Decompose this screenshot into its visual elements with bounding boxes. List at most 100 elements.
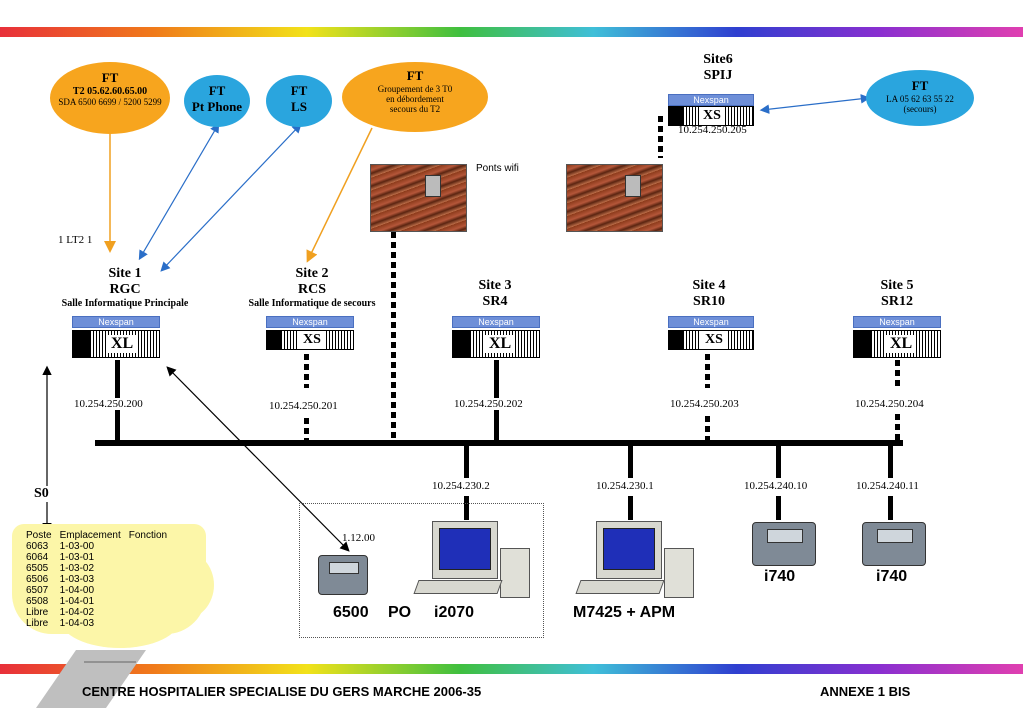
site-name: Site 5 (880, 278, 914, 293)
cloud-line: LS (291, 99, 307, 114)
table-header: Fonction (128, 530, 168, 541)
site-name: Site 4 (692, 278, 726, 293)
table-cell: 1-03-02 (59, 563, 95, 574)
cloud-line: secours du T2 (389, 104, 441, 114)
device-ip: 10.254.240.10 (744, 480, 808, 492)
site2-title: Site 2 RCS Salle Informatique de secours (240, 266, 384, 310)
link-la-site6 (759, 94, 871, 114)
site-code: SR12 (881, 294, 913, 309)
site3-ip: 10.254.250.202 (454, 398, 523, 410)
site-name: Site 2 (295, 266, 329, 281)
postes-background (150, 550, 214, 620)
keyboard-icon (413, 580, 503, 594)
device-label: i2070 (434, 604, 475, 621)
cloud-line: SDA 6500 6699 / 5200 5299 (58, 97, 162, 107)
nexspan-label: Nexspan (72, 316, 160, 328)
site2-dotted-link (304, 354, 309, 388)
site-code: RCS (297, 282, 326, 297)
cloud-line: T2 05.62.60.65.00 (72, 86, 148, 97)
table-cell: 1-04-01 (59, 596, 95, 607)
unit-model: XS (699, 107, 725, 125)
wifi-label: Ponts wifi (476, 163, 519, 174)
site1-ip: 10.254.250.200 (74, 398, 143, 410)
unit-block (854, 331, 872, 357)
nexspan-label: Nexspan (266, 316, 354, 328)
table-cell: Libre (26, 607, 49, 618)
backbone-line (95, 440, 903, 446)
unit-block (453, 331, 471, 357)
site-code: SR4 (482, 294, 508, 309)
phone-screen (877, 529, 913, 543)
cloud-title: FT (208, 83, 226, 98)
site-sub: Salle Informatique de secours (248, 298, 376, 309)
site2-ip: 10.254.250.201 (269, 400, 338, 412)
monitor-screen (439, 528, 491, 570)
site6-title: Site6 SPIJ (688, 52, 748, 84)
device-link (464, 496, 469, 520)
device-ip: 10.254.240.11 (856, 480, 919, 492)
nexspan-label: Nexspan (668, 94, 754, 106)
unit-model: XL (485, 335, 516, 353)
table-cell: 6506 (26, 574, 49, 585)
cloud-line: (secours) (903, 104, 937, 114)
link-ptphone-site1 (138, 122, 220, 261)
cloud-ft-t2: FT T2 05.62.60.65.00 SDA 6500 6699 / 520… (50, 62, 170, 134)
unit-block (267, 331, 281, 349)
site6-ip: 10.254.250.205 (678, 124, 747, 136)
device-ip: 10.254.230.1 (596, 480, 654, 492)
device-ip: 10.254.230.2 (432, 480, 490, 492)
link-site1-6500 (166, 366, 350, 552)
table-cell: 1-03-01 (59, 552, 95, 563)
device-label: i740 (764, 568, 796, 585)
device-link (628, 496, 633, 520)
footer-annex: ANNEXE 1 BIS (820, 684, 911, 699)
pc-tower (664, 548, 694, 598)
device-label: i740 (876, 568, 908, 585)
table-cell: 1-04-02 (59, 607, 95, 618)
device-link (776, 496, 781, 520)
site5-ip: 10.254.250.204 (855, 398, 924, 410)
cloud-ft-ptphone: FT Pt Phone (184, 75, 250, 127)
site3-title: Site 3 SR4 (460, 278, 530, 310)
site5-dotted-link (895, 414, 900, 444)
site2-dotted-link (304, 418, 309, 444)
table-cell (125, 552, 171, 563)
s0-label: S0 (32, 486, 51, 502)
table-cell: 1-04-03 (59, 618, 95, 629)
unit-model: XL (886, 335, 917, 353)
table-cell (125, 607, 171, 618)
unit-block (73, 331, 91, 357)
table-cell (125, 563, 171, 574)
unit-block (669, 331, 683, 349)
footer-decoration (36, 650, 146, 708)
nexspan-label: Nexspan (853, 316, 941, 328)
site1-nexspan-unit: XL (72, 330, 160, 358)
cloud-ft-la: FT LA 05 62 63 55 22 (secours) (866, 70, 974, 126)
wifi-bridge-image (370, 164, 467, 232)
site-code: SPIJ (703, 68, 733, 83)
phone-icon (752, 522, 816, 566)
table-cell: 1-03-03 (59, 574, 95, 585)
phone-label: 6500 (333, 604, 369, 621)
keyboard-icon (575, 580, 665, 594)
site5-dotted-link (895, 360, 900, 390)
cloud-title: FT (911, 78, 929, 93)
cloud-title: FT (406, 68, 424, 83)
phone-icon (862, 522, 926, 566)
site5-title: Site 5 SR12 (862, 278, 932, 310)
table-cell (125, 541, 171, 552)
cloud-title: FT (290, 83, 308, 98)
table-cell (125, 618, 171, 629)
wifi-bridge-image (566, 164, 663, 232)
bottom-rainbow-bar (0, 664, 1023, 674)
site3-nexspan-unit: XL (452, 330, 540, 358)
cloud-ft-ls: FT LS (266, 75, 332, 127)
table-cell (125, 585, 171, 596)
phone-address: 1.12.00 (342, 532, 375, 544)
table-cell: 6507 (26, 585, 49, 596)
